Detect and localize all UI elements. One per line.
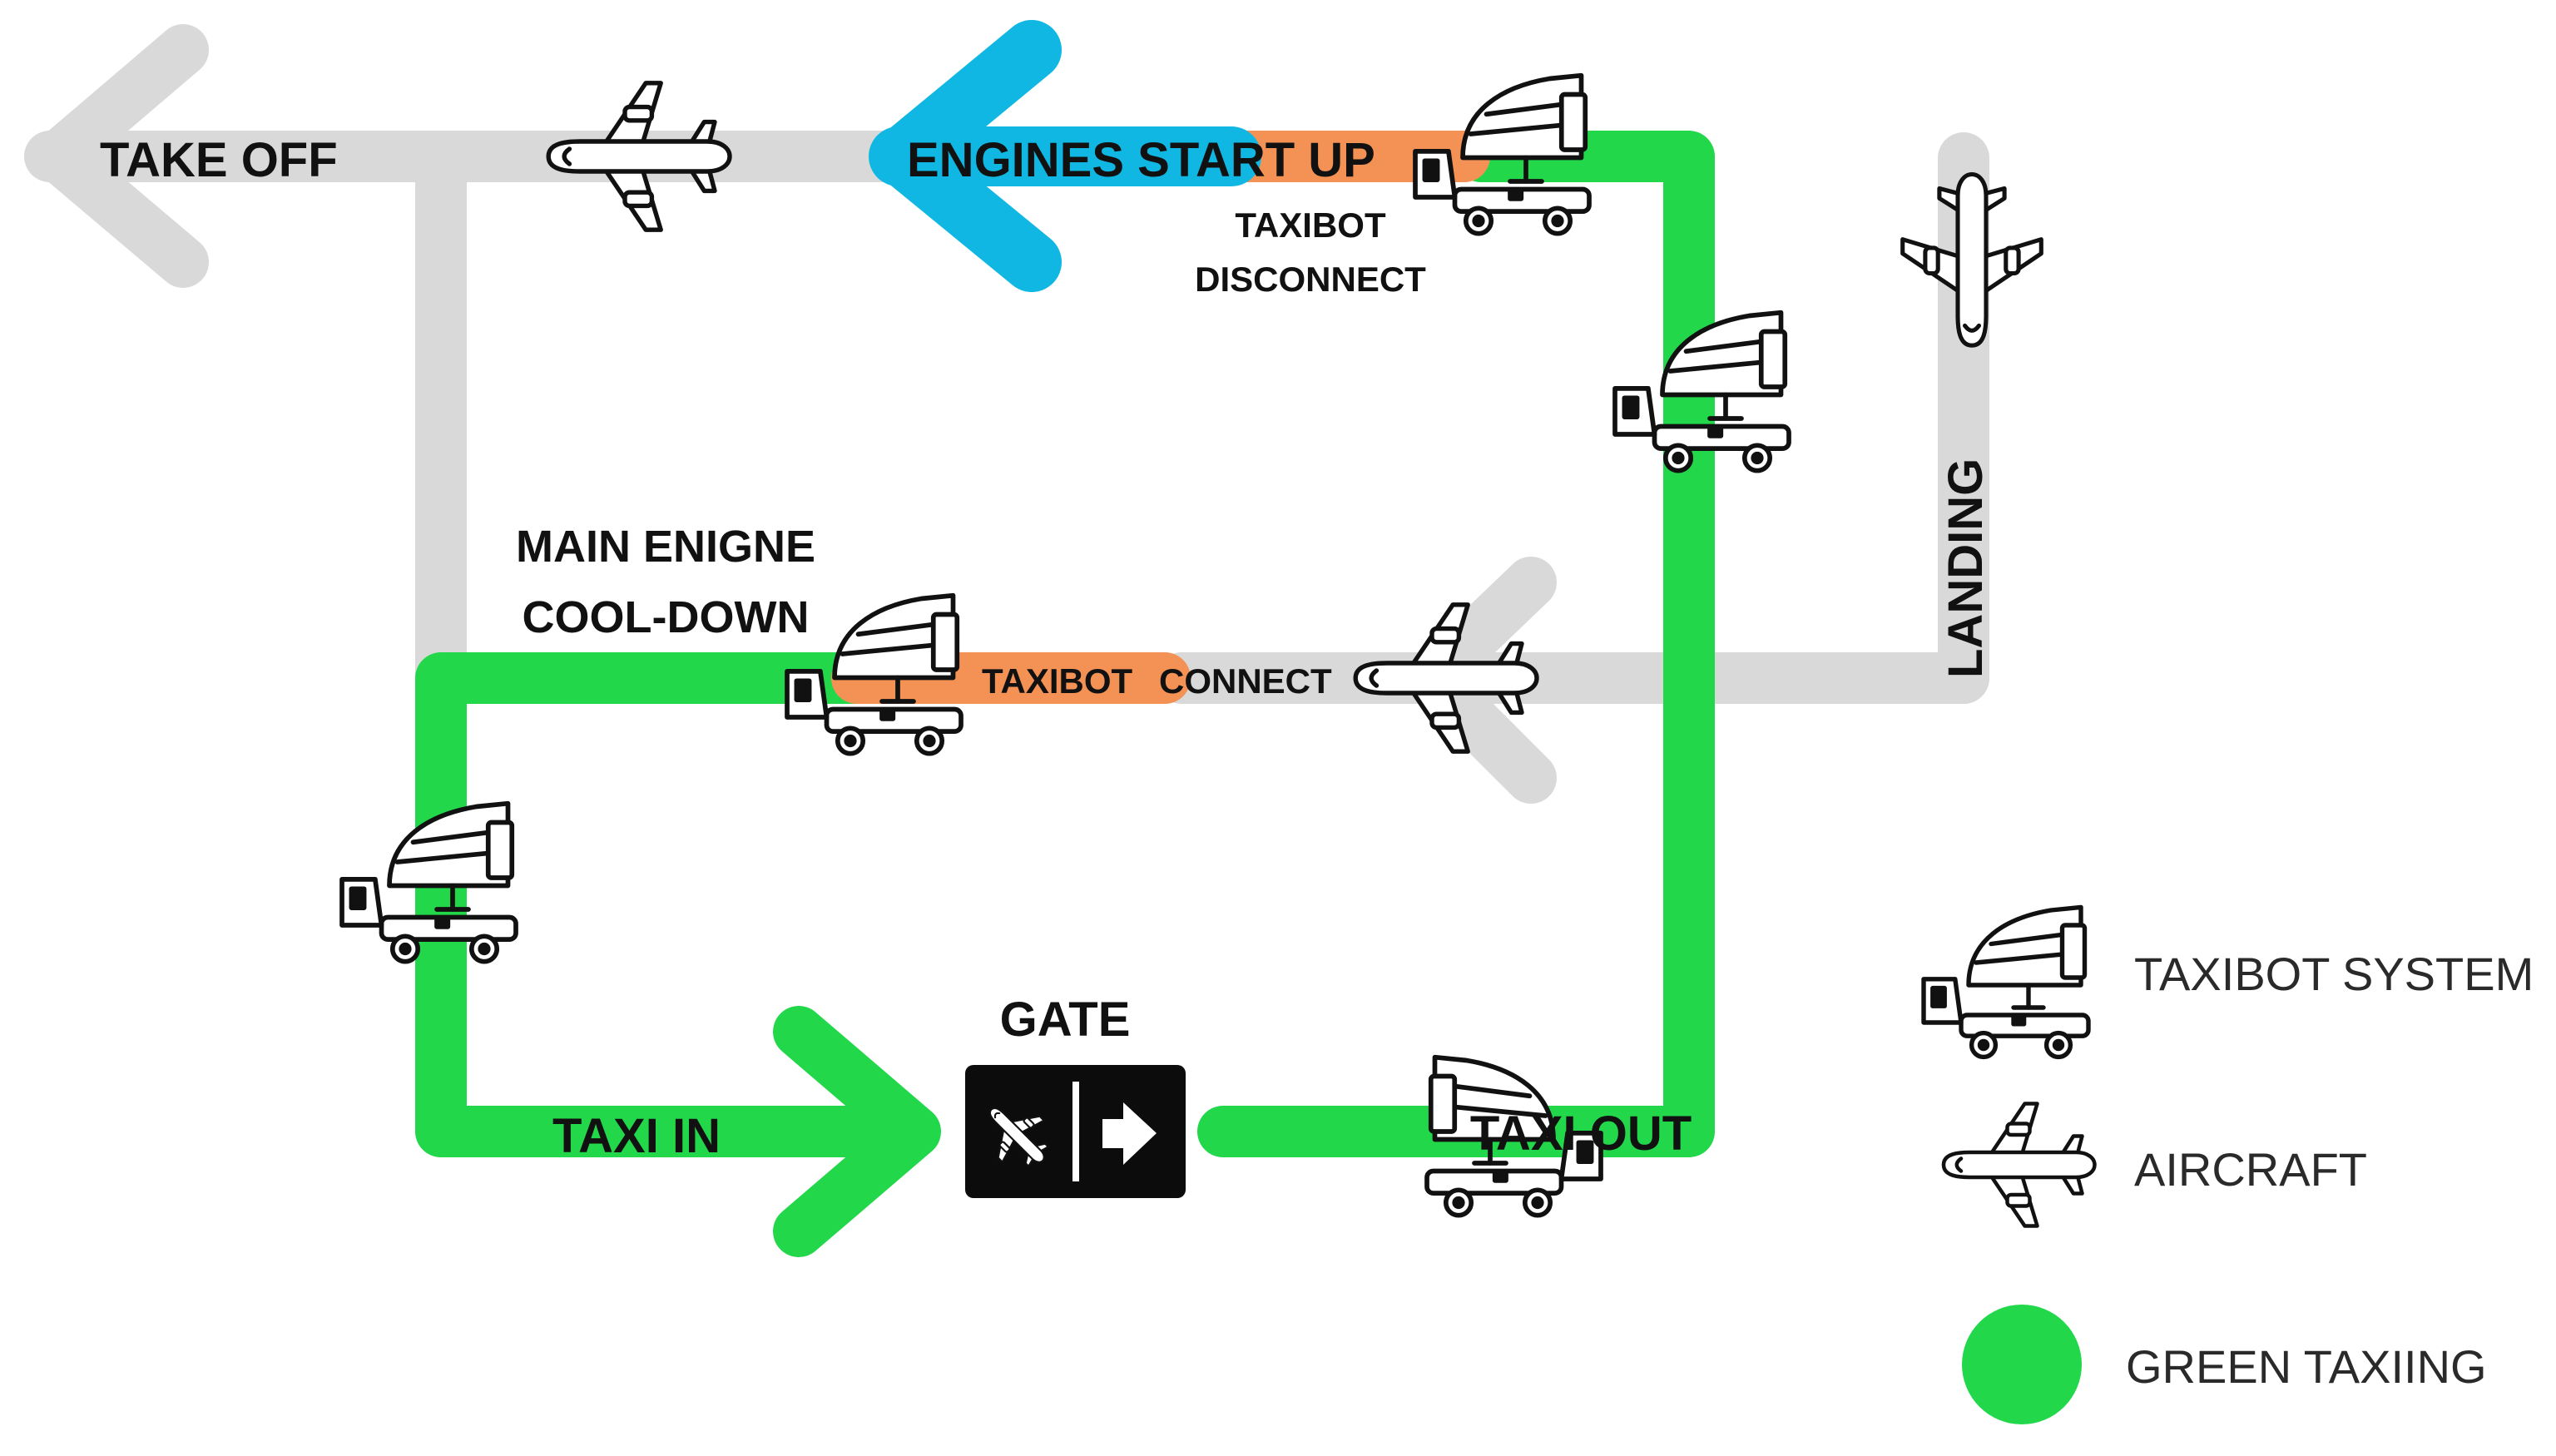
aircraft-icon [1903, 175, 2042, 346]
legend-taxibot-system-label: TAXIBOT SYSTEM [2134, 948, 2534, 1000]
gate-label: GATE [1000, 993, 1131, 1047]
aircraft-icon [548, 83, 730, 230]
taxibot-connect-label-2: CONNECT [1159, 661, 1332, 701]
taxibot-icon [1615, 313, 1789, 471]
taxi-in-arrowhead [773, 1006, 941, 1257]
gate-sign [965, 1065, 1186, 1198]
take-off-arrowhead [32, 24, 209, 288]
taxi-in-label: TAXI IN [552, 1109, 721, 1163]
legend-aircraft-icon [1944, 1104, 2095, 1226]
legend-green-taxiing-label: GREEN TAXIING [2126, 1340, 2487, 1393]
green-loop-left [415, 652, 916, 1157]
landing-label: LANDING [1939, 458, 1993, 678]
taxibot-disconnect-label-2: DISCONNECT [1195, 260, 1426, 299]
engines-start-up-arrow [869, 20, 1261, 292]
taxibot-disconnect-label-1: TAXIBOT [1235, 206, 1386, 245]
main-engine-label-2: COOL-DOWN [523, 592, 810, 642]
taxibot-icon [1415, 76, 1589, 234]
gate-arrow-icon [1102, 1102, 1157, 1165]
legend-taxibot-icon [1924, 907, 2088, 1057]
legend-aircraft-label: AIRCRAFT [2134, 1143, 2367, 1196]
taxibot-connect-label-1: TAXIBOT [982, 661, 1133, 701]
legend-green-dot [1962, 1305, 2082, 1424]
take-off-label: TAKE OFF [100, 133, 338, 187]
engines-start-up-label: ENGINES START UP [907, 133, 1375, 187]
taxi-out-label: TAXI OUT [1470, 1107, 1692, 1161]
taxibot-icon [787, 596, 961, 754]
main-engine-label-1: MAIN ENIGNE [516, 522, 815, 572]
taxibot-icon [342, 804, 516, 962]
